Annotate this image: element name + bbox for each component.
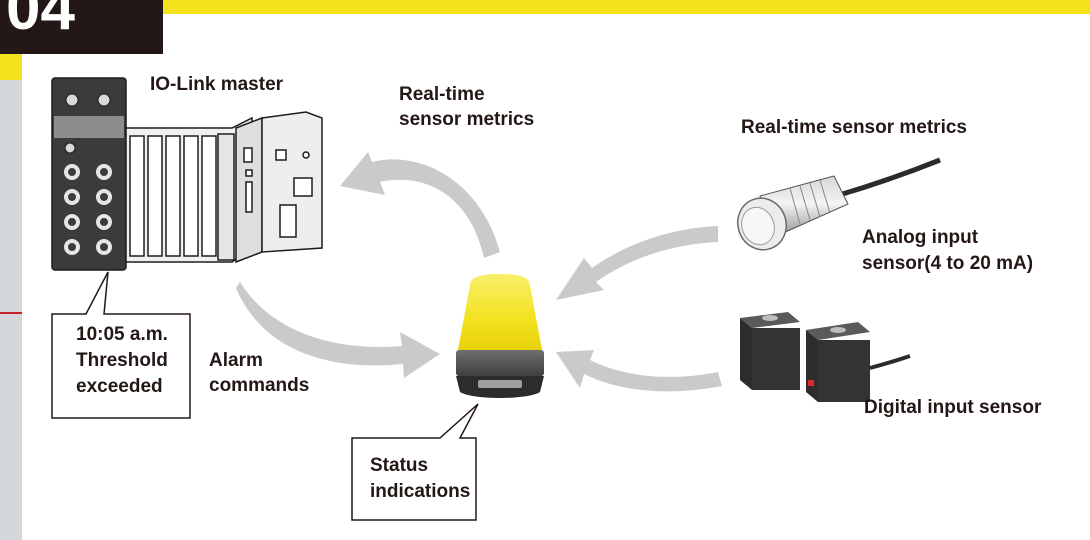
threshold-callout-line1: 10:05 a.m. [76,324,168,345]
status-callout-line1: Status [370,455,429,476]
arrow-sensor-to-master [340,152,500,258]
analog-sensor-label-line1: Analog input [862,227,979,248]
threshold-callout-box [51,271,191,419]
left-band [0,0,22,540]
digital-sensor-label: Digital input sensor [864,397,1042,418]
section-number-badge: 04 [0,0,163,54]
realtime-metrics-left-line2: sensor metrics [399,109,535,130]
content-card [22,14,1090,540]
realtime-metrics-right-label: Real-time sensor metrics [741,117,967,138]
threshold-callout-line2: Threshold [76,350,168,371]
analog-input-sensor [737,157,941,251]
signal-lamp [456,274,544,398]
arrow-digital-to-lamp [556,350,722,392]
analog-sensor-label-line2: sensor(4 to 20 mA) [862,253,1034,274]
realtime-metrics-left-line1: Real-time [399,84,485,105]
status-callout-box [351,403,479,521]
status-callout-line2: indications [370,481,471,502]
threshold-callout-line3: exceeded [76,376,163,397]
yellow-accent-bar [0,0,1090,14]
plc-rack [125,111,323,264]
arrow-alarm-commands [236,282,440,378]
digital-input-sensor [740,312,911,402]
alarm-commands-line2: commands [209,375,310,396]
section-number: 04 [6,0,75,43]
alarm-commands-line1: Alarm [209,350,263,371]
io-link-master-label: IO-Link master [150,74,284,95]
io-link-master-module [51,77,127,271]
arrow-analog-to-lamp [556,226,718,300]
